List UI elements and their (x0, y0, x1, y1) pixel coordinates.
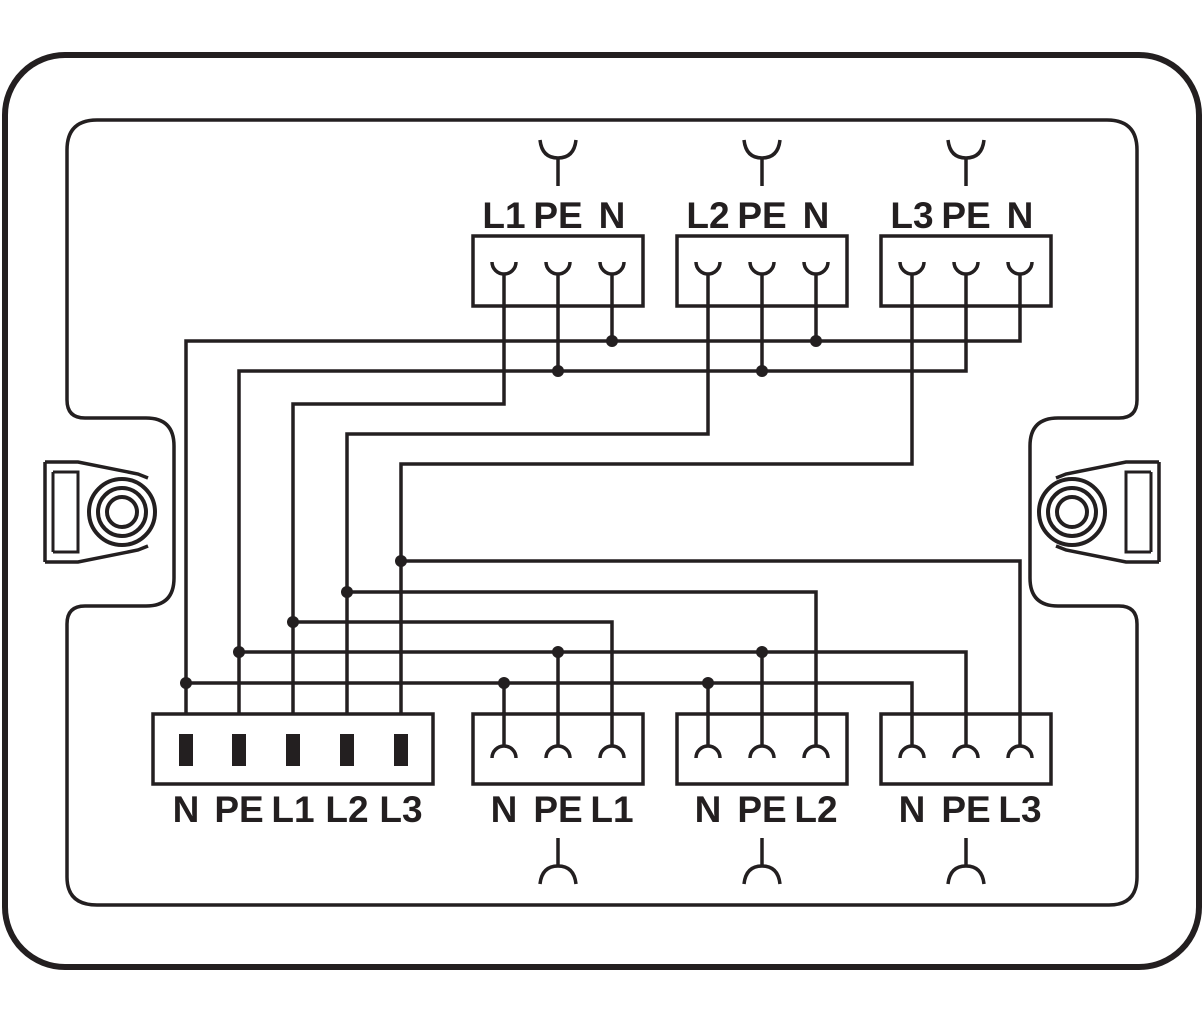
wire-l3-top (399, 277, 914, 740)
label-bot2-n: N (695, 789, 722, 830)
label-bot1-pe: PE (533, 789, 582, 830)
bottom-connector-labels: N PE L1 N PE L2 N PE L3 (491, 789, 1042, 830)
pin-icon (286, 734, 300, 766)
top-socket-symbol-icon (742, 139, 782, 186)
wire-pe-rail (237, 277, 968, 740)
junction-dot (810, 335, 822, 347)
socket-contact-icon (898, 261, 1034, 308)
junction-dots (180, 335, 822, 689)
junction-dot (552, 646, 564, 658)
input-connector-labels: N PE L1 L2 L3 (173, 789, 423, 830)
bottom-plug-symbol-icon (538, 838, 578, 885)
wire-l1-top (291, 277, 506, 740)
pin-icon (179, 734, 193, 766)
input-pins (179, 734, 408, 766)
junction-dot (498, 677, 510, 689)
label-bot3-pe: PE (941, 789, 990, 830)
junction-dot (180, 677, 192, 689)
socket-contact-icon (694, 712, 830, 759)
wire-n-rail (184, 277, 1022, 740)
left-screw-icon (87, 477, 157, 547)
socket-contact-icon (490, 261, 626, 308)
label-input-pe: PE (214, 789, 263, 830)
label-bot2-pe: PE (737, 789, 786, 830)
wire-l1-bottom (293, 620, 614, 748)
junction-dot (233, 646, 245, 658)
junction-dot (756, 646, 768, 658)
label-top2-l2: L2 (686, 195, 729, 236)
label-bot1-l1: L1 (590, 789, 633, 830)
wire-l3-bottom (401, 559, 1022, 748)
label-top2-pe: PE (737, 195, 786, 236)
socket-contact-icon (898, 712, 1034, 759)
bottom-socket-contacts (490, 712, 1034, 759)
bottom-plug-symbol-icon (946, 838, 986, 885)
socket-contact-icon (694, 261, 830, 308)
label-top3-n: N (1007, 195, 1034, 236)
inner-frame (65, 118, 1139, 907)
wire-l2-bottom (347, 590, 818, 748)
label-bot3-l3: L3 (998, 789, 1041, 830)
junction-dot (702, 677, 714, 689)
junction-dot (287, 616, 299, 628)
pin-icon (340, 734, 354, 766)
label-input-l2: L2 (325, 789, 368, 830)
right-mounting-clip (1037, 460, 1161, 564)
outer-housing (2, 52, 1202, 970)
junction-dot (606, 335, 618, 347)
pin-icon (232, 734, 246, 766)
junction-dot (341, 586, 353, 598)
top-connector-labels: L1 PE N L2 PE N L3 PE N (482, 195, 1033, 236)
label-input-l3: L3 (379, 789, 422, 830)
socket-contact-icon (490, 712, 626, 759)
label-bot1-n: N (491, 789, 518, 830)
label-top1-n: N (599, 195, 626, 236)
top-socket-contacts (490, 261, 1034, 308)
pin-icon (394, 734, 408, 766)
label-top1-pe: PE (533, 195, 582, 236)
top-socket-symbol-icon (538, 139, 578, 186)
left-mounting-clip (43, 460, 157, 564)
bottom-plug-symbol-icon (742, 838, 782, 885)
label-bot2-l2: L2 (794, 789, 837, 830)
junction-dot (552, 365, 564, 377)
label-input-n: N (173, 789, 200, 830)
right-screw-icon (1037, 477, 1107, 547)
junction-dot (756, 365, 768, 377)
label-top1-l1: L1 (482, 195, 525, 236)
label-top3-pe: PE (941, 195, 990, 236)
label-top2-n: N (803, 195, 830, 236)
label-top3-l3: L3 (890, 195, 933, 236)
label-bot3-n: N (899, 789, 926, 830)
label-input-l1: L1 (271, 789, 314, 830)
top-socket-symbol-icon (946, 139, 986, 186)
junction-dot (395, 555, 407, 567)
wiring (184, 277, 1022, 748)
